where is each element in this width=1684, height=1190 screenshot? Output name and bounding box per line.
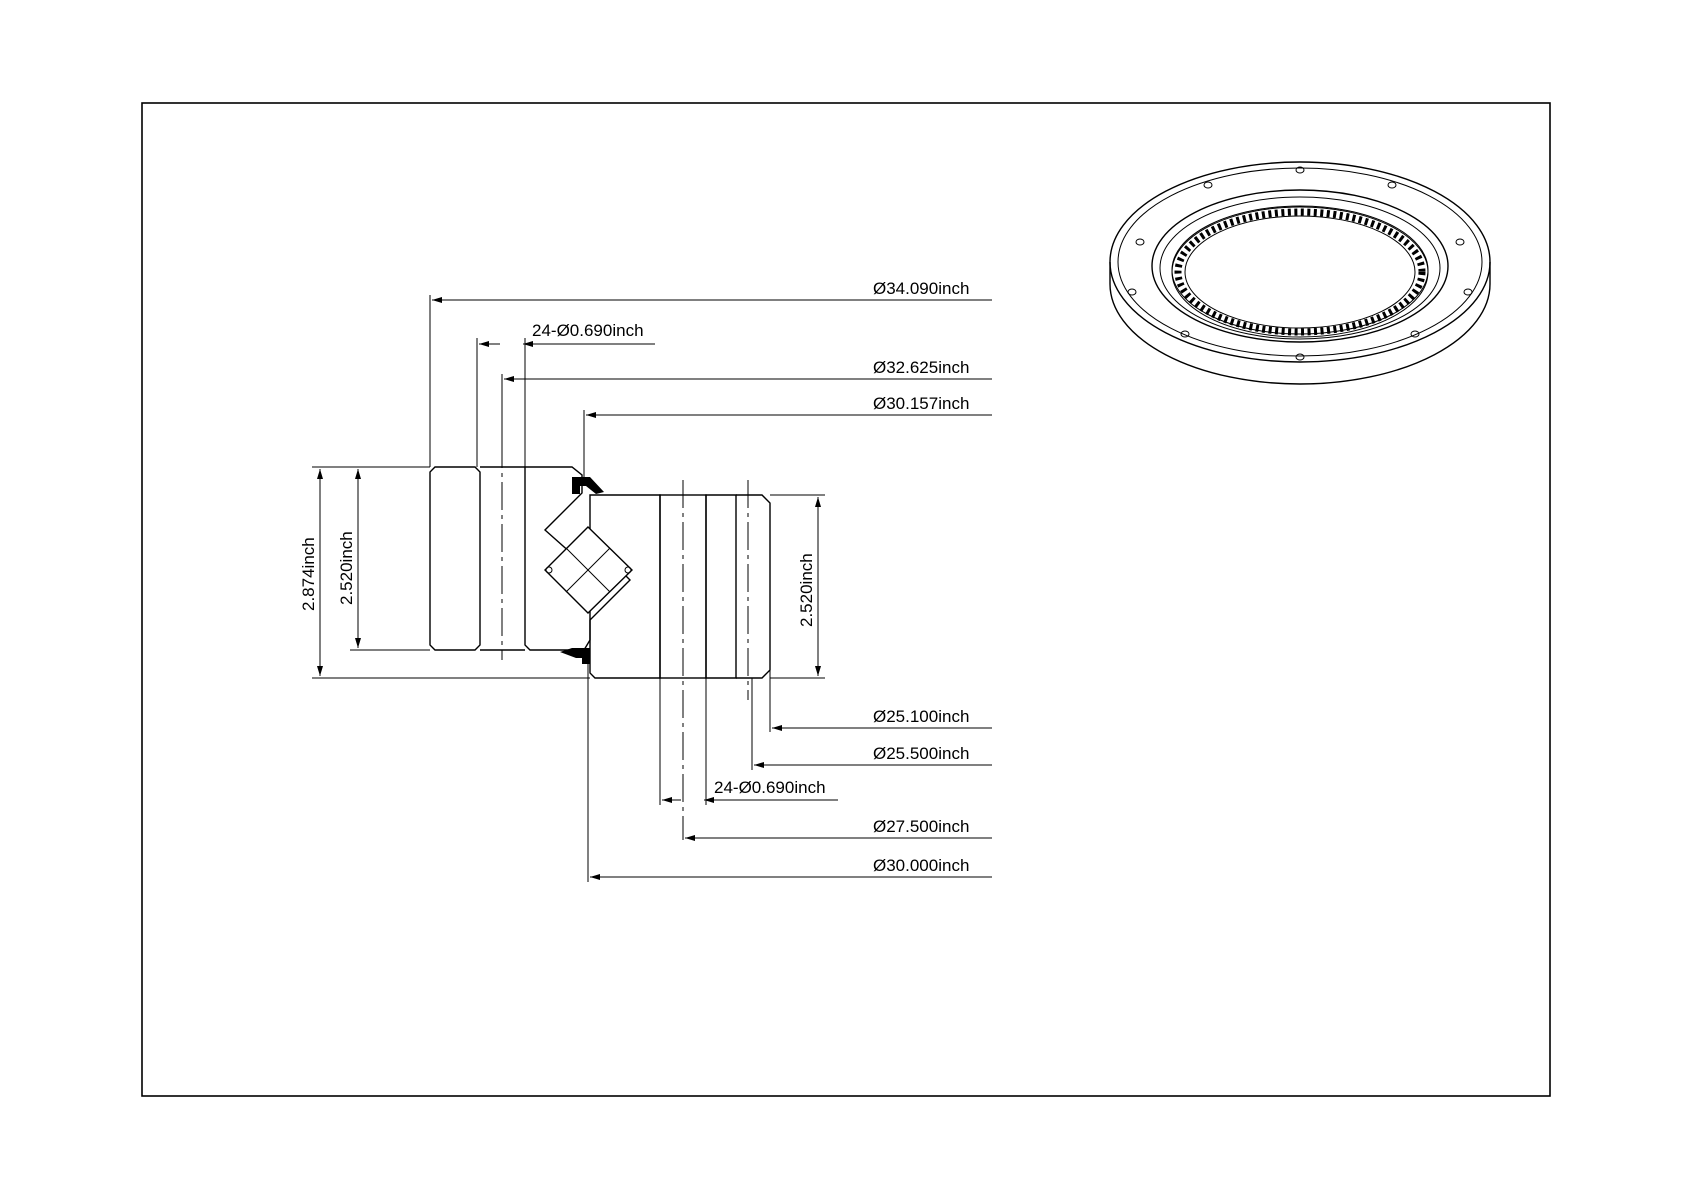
dim-total-height: 2.874inch [299,466,590,679]
svg-text:2.520inch: 2.520inch [797,553,816,627]
dim-inner-bolt-circle: Ø27.500inch [685,817,992,841]
drawing-frame [141,102,1551,1097]
dim-inner-ring-height: 2.520inch [770,494,825,679]
dim-gear-root-diameter: Ø25.100inch [769,670,992,732]
svg-text:2.520inch: 2.520inch [337,531,356,605]
svg-text:Ø34.090inch: Ø34.090inch [873,279,969,298]
svg-text:Ø32.625inch: Ø32.625inch [873,358,969,377]
svg-text:Ø30.157inch: Ø30.157inch [873,394,969,413]
gear-teeth [1174,208,1426,336]
svg-text:24-Ø0.690inch: 24-Ø0.690inch [714,778,826,797]
svg-text:Ø25.500inch: Ø25.500inch [873,744,969,763]
dim-inner-holes: 24-Ø0.690inch [659,678,838,805]
svg-text:Ø27.500inch: Ø27.500inch [873,817,969,836]
dim-outer-bolt-circle: Ø32.625inch [501,358,992,440]
svg-text:Ø30.000inch: Ø30.000inch [873,856,969,875]
inner-ring-section [589,494,771,679]
dim-outer-ring-height: 2.520inch [337,469,430,651]
roller-element [544,526,634,614]
dim-seal-diameter: Ø30.157inch [583,394,992,477]
svg-text:2.874inch: 2.874inch [299,537,318,611]
svg-text:Ø25.100inch: Ø25.100inch [873,707,969,726]
bolt-holes [1127,166,1473,361]
svg-text:24-Ø0.690inch: 24-Ø0.690inch [532,321,644,340]
dim-outer-diameter: Ø34.090inch [429,279,992,467]
seal-bottom [560,648,590,664]
seal-top [572,477,604,494]
dim-inner-ring-outer-diameter: Ø30.000inch [587,664,992,882]
dim-outer-holes: 24-Ø0.690inch [476,321,655,467]
section-view [429,440,771,840]
dim-gear-tip-diameter: Ø25.500inch [751,678,992,770]
isometric-view [1109,161,1491,385]
